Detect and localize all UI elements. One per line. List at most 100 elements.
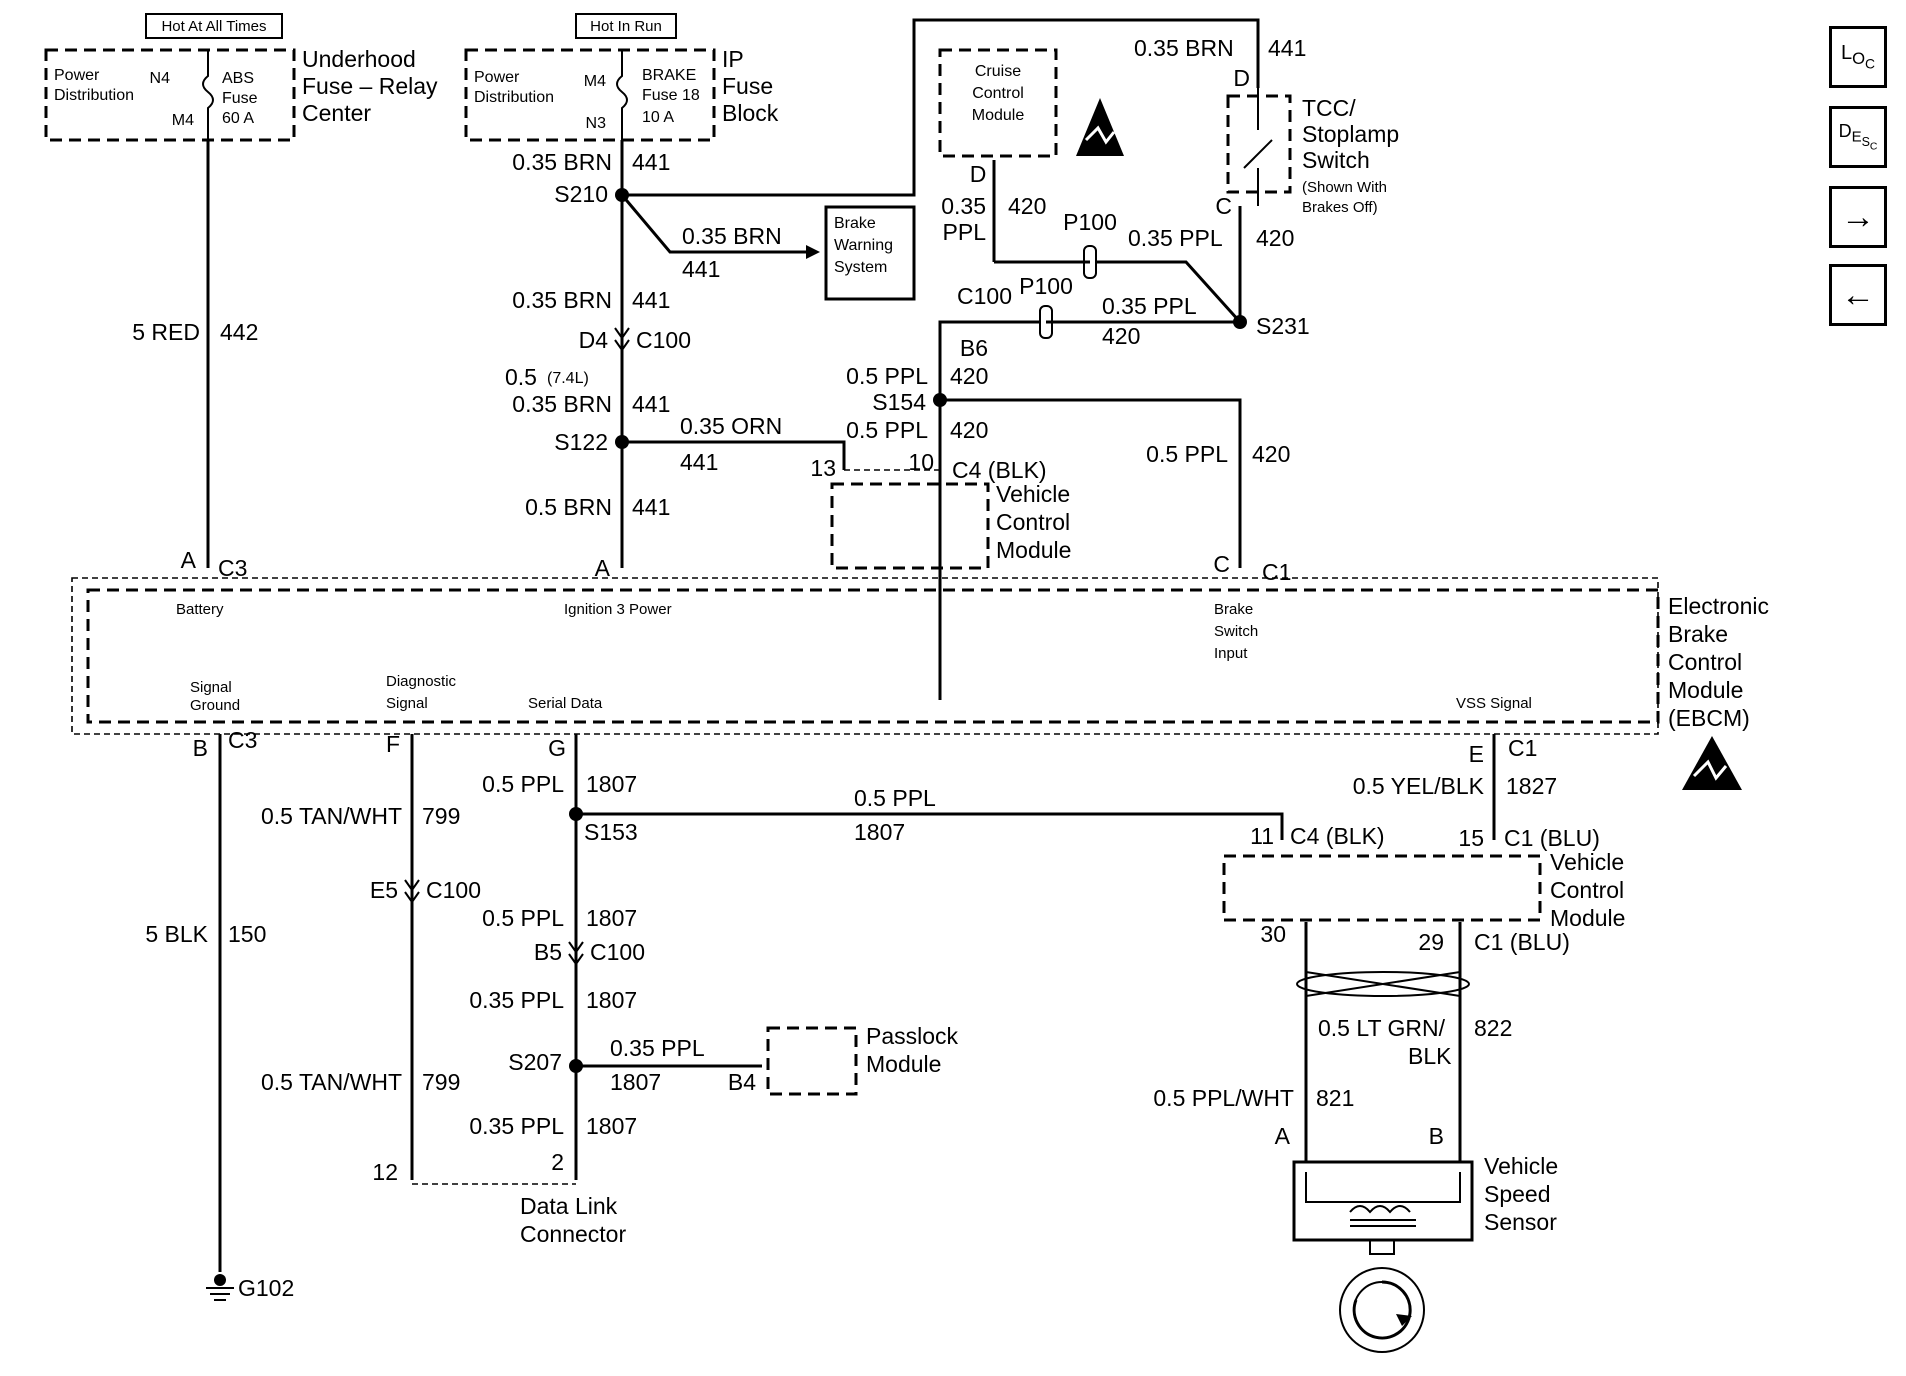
switch-note: (Shown With bbox=[1302, 179, 1387, 196]
pin-m4-label: M4 bbox=[172, 112, 194, 129]
abs-fuse-symbol-icon bbox=[202, 50, 214, 140]
brake-fuse-rating: 10 A bbox=[642, 109, 674, 126]
module-label: Brake bbox=[834, 215, 876, 232]
circuit-number: 420 bbox=[1102, 323, 1140, 349]
loc-letter: L bbox=[1840, 42, 1853, 65]
wire-label: 0.35 BRN bbox=[512, 287, 612, 313]
vss-signal-wire: 0.5 YEL/BLK 1827 11 C4 (BLK) 15 C1 (BLU) bbox=[1250, 734, 1600, 851]
wire-799-diagnostic: 0.5 TAN/WHT 799 E5 C100 0.5 TAN/WHT 799 … bbox=[261, 734, 481, 1185]
module-label: Electronic bbox=[1668, 593, 1769, 619]
module-label: Module bbox=[1550, 905, 1625, 931]
vehicle-control-module-lower: Vehicle Control Module 30 29 C1 (BLU) bbox=[1222, 849, 1625, 955]
connector-pin-label: G bbox=[548, 735, 566, 761]
circuit-number: 420 bbox=[1252, 441, 1290, 467]
module-label: Control bbox=[996, 509, 1070, 535]
wire-label: 0.5 BRN bbox=[525, 494, 612, 520]
module-label: Vehicle bbox=[1484, 1153, 1558, 1179]
connector-pin-label: D bbox=[1233, 65, 1250, 91]
wire-label: 0.35 PPL bbox=[1102, 293, 1197, 319]
connector-pin-label: A bbox=[1275, 1123, 1291, 1149]
module-label: Vehicle bbox=[1550, 849, 1624, 875]
wire-label: PPL bbox=[943, 219, 987, 245]
connector-pin-label: 30 bbox=[1260, 921, 1286, 947]
module-label: Warning bbox=[834, 237, 893, 254]
circuit-number: 1807 bbox=[586, 987, 637, 1013]
power-distribution-label: Power bbox=[54, 67, 100, 84]
connector-pin-label: 2 bbox=[551, 1149, 564, 1175]
brake-warning-system: Brake Warning System bbox=[824, 205, 916, 301]
pin-n3-label: N3 bbox=[586, 115, 607, 132]
esd-warning-icon bbox=[1682, 736, 1742, 790]
ebcm-pin-label: Input bbox=[1214, 645, 1248, 662]
wire-420-brake-switch: P100 0.35 PPL 420 C100 B6 0.5 PPL 420 S1… bbox=[846, 273, 1290, 700]
ebcm-pin-label: Serial Data bbox=[528, 695, 603, 712]
wire-label: 0.5 PPL bbox=[846, 417, 928, 443]
abs-fuse-rating: 60 A bbox=[222, 110, 254, 127]
ebcm-pin-label: Diagnostic bbox=[386, 673, 457, 690]
connector-pin-label: 10 bbox=[908, 449, 934, 475]
prev-page-button[interactable]: ← bbox=[1829, 264, 1887, 326]
connector-pin-label: B4 bbox=[728, 1069, 756, 1095]
circuit-number: 799 bbox=[422, 803, 460, 829]
module-label: Vehicle bbox=[996, 481, 1070, 507]
arrow-left-icon: ← bbox=[1841, 275, 1875, 314]
connector-pin-label: 12 bbox=[372, 1159, 398, 1185]
loc-button[interactable]: LOC bbox=[1829, 26, 1887, 88]
wire-label: 0.5 PPL bbox=[846, 363, 928, 389]
ebcm-pin-label: Battery bbox=[176, 601, 224, 618]
module-label: Module bbox=[972, 107, 1025, 124]
wire-label: 0.35 BRN bbox=[1134, 35, 1234, 61]
wire-segment bbox=[938, 320, 1040, 700]
connector-label: C1 (BLU) bbox=[1474, 929, 1570, 955]
tcc-stoplamp-switch: 0.35 BRN 441 D TCC/ Stoplamp Switch (Sho… bbox=[1134, 35, 1399, 339]
brake-warning-box bbox=[824, 205, 916, 301]
desc-button[interactable]: DESC bbox=[1829, 106, 1887, 168]
connector-pin-label: E bbox=[1469, 741, 1484, 767]
next-page-button[interactable]: → bbox=[1829, 186, 1887, 248]
module-label: Connector bbox=[520, 1221, 626, 1247]
circuit-number: 441 bbox=[632, 149, 670, 175]
module-label: Control bbox=[1550, 877, 1624, 903]
splice-label: S231 bbox=[1256, 313, 1310, 339]
connector-pin-label: D bbox=[970, 161, 987, 187]
connector-icon bbox=[568, 941, 584, 966]
module-label: Passlock bbox=[866, 1023, 959, 1049]
splice-label: S122 bbox=[554, 429, 608, 455]
connector-pin-label: F bbox=[386, 731, 400, 757]
wire-label: 0.5 PPL bbox=[854, 785, 936, 811]
desc-letter: D bbox=[1838, 121, 1852, 142]
ebcm-pin-label: Brake bbox=[1214, 601, 1253, 618]
ebcm-pin-label: Signal bbox=[386, 695, 428, 712]
power-distribution-label: Distribution bbox=[54, 87, 134, 104]
connector-label: C3 bbox=[228, 727, 257, 753]
wire-label: BLK bbox=[1408, 1043, 1452, 1069]
splice-label: S153 bbox=[584, 819, 638, 845]
twisted-pair-icon bbox=[1305, 971, 1461, 997]
wire-label: 0.5 TAN/WHT bbox=[261, 803, 402, 829]
module-label: Cruise bbox=[975, 63, 1021, 80]
desc-letter: C bbox=[1869, 141, 1878, 153]
esd-warning-icon bbox=[1076, 98, 1124, 156]
loc-letter: O bbox=[1852, 49, 1866, 69]
wire-1807-serial: 0.5 PPL 1807 S153 0.5 PPL 1807 0.5 PPL 1… bbox=[469, 734, 1284, 1180]
module-label: TCC/ bbox=[1302, 95, 1356, 121]
connector-label: C1 bbox=[1262, 559, 1291, 585]
connector-label: C4 (BLK) bbox=[952, 457, 1047, 483]
connector-label: C4 (BLK) bbox=[1290, 823, 1385, 849]
wire-label: 0.5 PPL bbox=[1146, 441, 1228, 467]
wire-label: 0.5 PPL bbox=[482, 771, 564, 797]
circuit-number: 1827 bbox=[1506, 773, 1557, 799]
arrow-right-icon: → bbox=[1841, 197, 1875, 236]
wire-label: 5 RED bbox=[132, 319, 200, 345]
ebcm-pin-label: VSS Signal bbox=[1456, 695, 1532, 712]
desc-letter: S bbox=[1861, 135, 1870, 150]
brake-fuse-symbol-icon bbox=[616, 50, 628, 140]
module-label: Sensor bbox=[1484, 1209, 1557, 1235]
circuit-number: 442 bbox=[220, 319, 258, 345]
hot-at-all-times-label: Hot At All Times bbox=[161, 18, 266, 35]
wire-segment bbox=[620, 194, 810, 254]
circuit-number: 420 bbox=[1008, 193, 1046, 219]
ip-fuse-block-title: IP bbox=[722, 46, 744, 72]
module-label: Control bbox=[972, 85, 1024, 102]
circuit-number: 1807 bbox=[854, 819, 905, 845]
